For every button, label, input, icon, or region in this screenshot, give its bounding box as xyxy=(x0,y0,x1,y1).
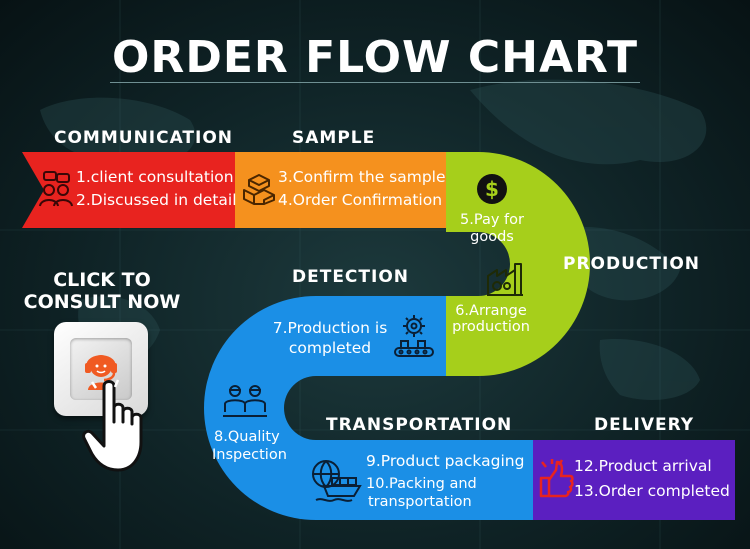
boxes-icon xyxy=(243,174,275,205)
step-6-text-line1: 6.Arrange xyxy=(455,303,527,319)
step-2-text: 2.Discussed in detail xyxy=(76,191,237,209)
step-8-text-line1: 8.Quality xyxy=(214,429,280,445)
step-3-text: 3.Confirm the sample xyxy=(278,168,446,186)
step-6-text-line2: production xyxy=(452,319,530,335)
inspectors-icon xyxy=(223,385,267,417)
svg-text:$: $ xyxy=(485,177,499,201)
flow-segment-sample xyxy=(235,152,448,228)
consult-now-button[interactable] xyxy=(54,322,148,416)
gear-conveyor-icon xyxy=(394,315,434,357)
title-underline xyxy=(110,82,640,83)
page-title: ORDER FLOW CHART xyxy=(112,32,638,83)
flow-segment-delivery xyxy=(533,440,735,520)
step-5-text-line1: 5.Pay for xyxy=(460,212,524,228)
step-12-text: 12.Product arrival xyxy=(574,457,712,475)
step-13-text: 13.Order completed xyxy=(574,482,730,500)
cargo-ship-icon xyxy=(312,460,362,502)
factory-icon xyxy=(487,263,523,296)
stage-label-sample: SAMPLE xyxy=(292,128,376,148)
step-10-text-line2: transportation xyxy=(368,494,472,510)
step-9-text: 9.Product packaging xyxy=(366,452,525,470)
chat-people-icon xyxy=(39,171,73,207)
step-5-text-line2: goods xyxy=(470,229,514,245)
flow-segment-detection-transportation xyxy=(204,296,533,520)
thumbs-up-icon xyxy=(539,459,574,498)
step-1-text: 1.client consultation xyxy=(76,168,234,186)
step-7-text-line1: 7.Production is xyxy=(272,319,388,337)
step-4-text: 4.Order Confirmation xyxy=(278,191,443,209)
stage-label-detection: DETECTION xyxy=(292,267,410,287)
step-10-text-line1: 10.Packing and xyxy=(366,476,477,492)
step-7-text-line2: completed xyxy=(288,339,372,357)
cta-text-line1[interactable]: CLICK TO xyxy=(53,269,151,291)
step-8-text-line2: Inspection xyxy=(212,447,287,463)
stage-label-production: PRODUCTION xyxy=(563,254,700,274)
pointing-hand-icon[interactable] xyxy=(82,378,158,476)
flow-segment-communication xyxy=(22,152,235,228)
stage-label-transportation: TRANSPORTATION xyxy=(326,415,513,435)
dollar-icon: $ xyxy=(477,174,507,204)
stage-label-communication: COMMUNICATION xyxy=(54,128,234,148)
cta-text-line2[interactable]: CONSULT NOW xyxy=(23,291,181,313)
world-map-background xyxy=(40,79,707,400)
stage-label-delivery: DELIVERY xyxy=(594,415,695,435)
